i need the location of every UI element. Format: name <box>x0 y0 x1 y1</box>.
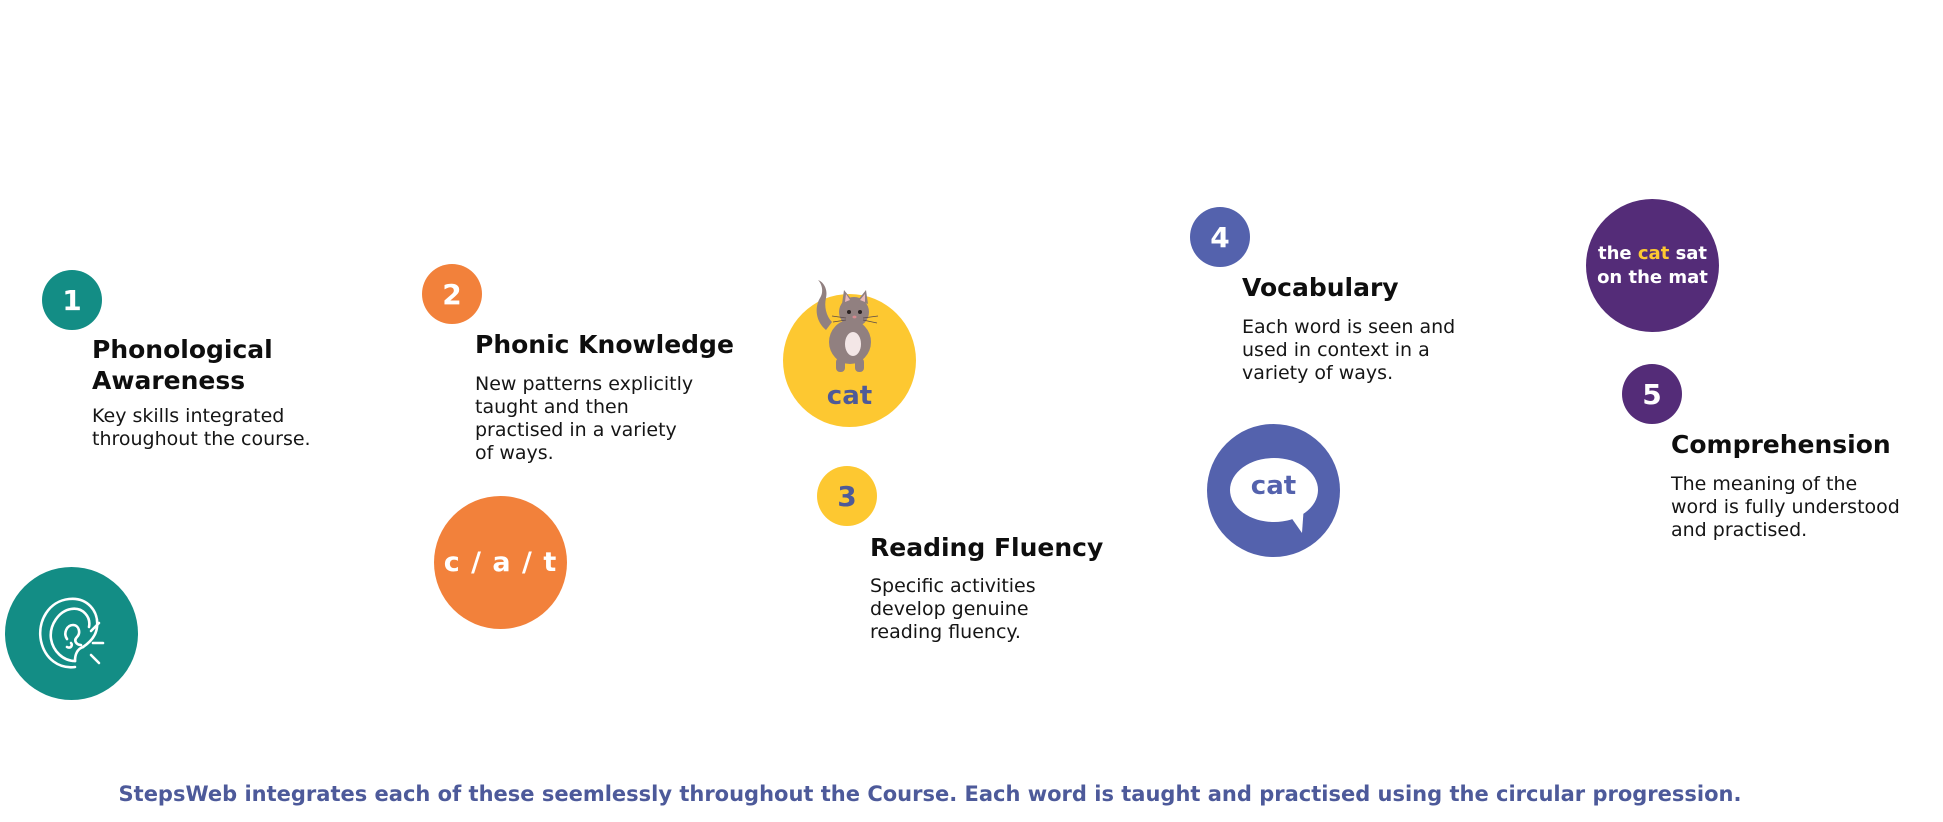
step-2-description: New patterns explicitly taught and then … <box>475 373 694 464</box>
phoneme-text: c / a / t <box>443 547 558 578</box>
step-2-number: 2 <box>442 277 462 311</box>
cat-illustration <box>816 280 879 372</box>
step-2-title: Phonic Knowledge <box>475 330 734 359</box>
highlighted-word: cat <box>1637 242 1670 264</box>
step-4-circle: cat <box>1207 424 1340 557</box>
step-5-circle: the cat sat on the mat <box>1586 199 1719 332</box>
step-2-circle: c / a / t <box>434 496 567 629</box>
speech-bubble-icon: cat <box>1229 457 1318 533</box>
step-4-number-badge: 4 <box>1190 207 1250 267</box>
step-1-number: 1 <box>62 283 82 317</box>
step-5-description: The meaning of the word is fully underst… <box>1671 473 1900 541</box>
step-3-title: Reading Fluency <box>870 533 1104 562</box>
sentence-line-2: on the mat <box>1597 266 1708 288</box>
step-5-number-badge: 5 <box>1622 364 1682 424</box>
step-1-circle <box>5 567 138 700</box>
step-1-title: Phonological Awareness <box>92 335 273 395</box>
step-1-number-badge: 1 <box>42 270 102 330</box>
step-4-number: 4 <box>1210 220 1230 254</box>
step-5-title: Comprehension <box>1671 430 1891 459</box>
vocabulary-word: cat <box>1250 470 1297 501</box>
step-4-title: Vocabulary <box>1242 273 1399 302</box>
step-5-number: 5 <box>1642 377 1662 411</box>
step-3-number-badge: 3 <box>817 466 877 526</box>
footer-caption: StepsWeb integrates each of these seemle… <box>118 782 1742 806</box>
step-1-description: Key skills integrated throughout the cou… <box>92 405 311 450</box>
step-2-number-badge: 2 <box>422 264 482 324</box>
step-3-description: Specific activities develop genuine read… <box>870 575 1036 643</box>
sentence-line-1: the cat sat <box>1597 242 1708 264</box>
step-3-number: 3 <box>837 479 857 513</box>
cat-word: cat <box>826 381 873 411</box>
ear-icon <box>38 597 104 668</box>
step-4-description: Each word is seen and used in context in… <box>1242 316 1456 384</box>
